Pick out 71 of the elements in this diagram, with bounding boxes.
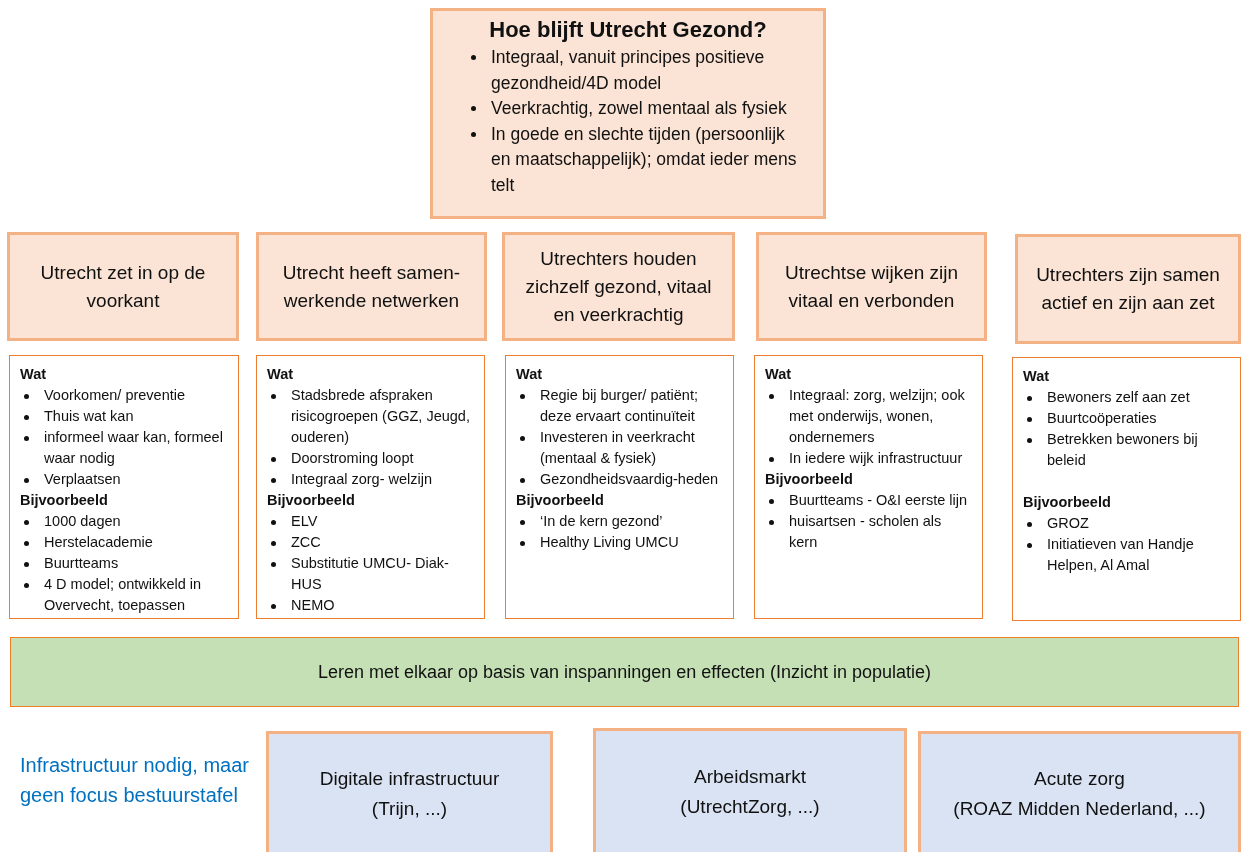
box-title: Arbeidsmarkt (694, 765, 806, 789)
theme-title: Utrechtse wijken zijn vitaal en verbonden (783, 260, 960, 313)
detail-card (9, 355, 239, 619)
detail-card (505, 355, 734, 619)
bullet-item: Voorkomen/ preventie (20, 385, 228, 406)
heading: Hoe blijft Utrecht Gezond? (488, 16, 768, 44)
bullet-item: Buurtcoöperaties (1023, 408, 1230, 429)
bullet-item: Healthy Living UMCU (516, 532, 723, 553)
section-heading: Bijvoorbeeld (765, 470, 854, 489)
theme-box (7, 232, 239, 341)
bullet-item: In goede en slechte tijden (persoonlijk en maatschappelijk); omdat ieder mens telt (453, 121, 803, 198)
section-heading: Bijvoorbeeld (516, 491, 605, 510)
bullet-item: Integraal, vanuit principes positieve gezondheid/4D model (453, 45, 803, 96)
theme-box (756, 232, 987, 341)
section-heading: Wat (516, 365, 544, 384)
section-heading: Wat (1023, 367, 1051, 386)
section-heading: Bijvoorbeeld (1023, 493, 1112, 512)
theme-title: Utrechters zijn samen actief en zijn aan zet (1035, 263, 1221, 315)
banner-box (10, 637, 1239, 707)
theme-title: Utrechters houden zichzelf gezond, vitaal en veerkrachtig (524, 246, 713, 327)
section-heading: Bijvoorbeeld (267, 491, 356, 510)
theme-box (502, 232, 735, 341)
bullet-item: informeel waar kan, formeel waar nodig (20, 427, 228, 469)
box-subtitle: (Trijn, ...) (371, 796, 448, 821)
section-heading: Bijvoorbeeld (20, 491, 109, 510)
infrastructure-box (593, 728, 907, 852)
bullet-item: Initiatieven van Handje Helpen, Al Amal (1023, 534, 1230, 576)
box-title: Acute zorg (1034, 766, 1125, 791)
bullet-item: Doorstroming loopt (267, 448, 474, 469)
theme-title: Utrecht zet in op de voorkant (39, 260, 207, 313)
bullet-item: Betrekken bewoners bij beleid (1023, 429, 1230, 471)
bullet-item: Buurtteams (20, 553, 228, 574)
heading-box (430, 8, 826, 219)
bullet-item: Veerkrachtig, zowel mentaal als fysiek (453, 96, 803, 122)
section-heading: Wat (765, 365, 793, 384)
section-heading: Wat (267, 365, 295, 384)
box-title: Digitale infrastructuur (319, 766, 500, 791)
bullet-item: Stadsbrede afspraken risicogroepen (GGZ, Jeugd, ouderen) (267, 385, 474, 448)
bullet-item: ELV (267, 511, 474, 532)
detail-card (1012, 357, 1241, 621)
bullet-item: Integraal zorg- welzijn (267, 469, 474, 490)
theme-title: Utrecht heeft samen-werkende netwerken (281, 260, 462, 313)
box-subtitle: (ROAZ Midden Nederland, ...) (953, 796, 1206, 821)
bullet-item: NEMO (267, 595, 474, 616)
bullet-item: Investeren in veerkracht (mentaal & fysiek) (516, 427, 723, 469)
bullet-item: Integraal: zorg, welzijn; ook met onderwijs, wonen, ondernemers (765, 385, 972, 448)
bullet-item: ZCC (267, 532, 474, 553)
bullet-item: 1000 dagen (20, 511, 228, 532)
bullet-item: Substitutie UMCU- Diak-HUS (267, 553, 474, 595)
bullet-item: GROZ (1023, 513, 1230, 534)
bullet-item: 4 D model; ontwikkeld in Overvecht, toepassen (20, 574, 228, 616)
detail-card (256, 355, 485, 619)
bullet-item: Gezondheidsvaardig-heden (516, 469, 723, 490)
infrastructure-box (918, 731, 1241, 852)
bullet-item: ‘In de kern gezond’ (516, 511, 723, 532)
detail-card (754, 355, 983, 619)
bullet-item: huisartsen - scholen als kern (765, 511, 972, 553)
side-note: Infrastructuur nodig, maar geen focus bestuurstafel (20, 753, 250, 808)
section-heading: Wat (20, 365, 48, 384)
bullet-item: Verplaatsen (20, 469, 228, 490)
bullet-item: Bewoners zelf aan zet (1023, 387, 1230, 408)
box-subtitle: (UtrechtZorg, ...) (680, 795, 820, 819)
bullet-item: Herstelacademie (20, 532, 228, 553)
infrastructure-box (266, 731, 553, 852)
bullet-item: Regie bij burger/ patiënt; deze ervaart continuïteit (516, 385, 723, 427)
bullet-item: Thuis wat kan (20, 406, 228, 427)
bullet-item: In iedere wijk infrastructuur (765, 448, 972, 469)
banner-text: Leren met elkaar op basis van inspanningen en effecten (Inzicht in populatie) (317, 661, 932, 683)
theme-box (1015, 234, 1241, 344)
bullet-item: Buurtteams - O&I eerste lijn (765, 490, 972, 511)
theme-box (256, 232, 487, 341)
